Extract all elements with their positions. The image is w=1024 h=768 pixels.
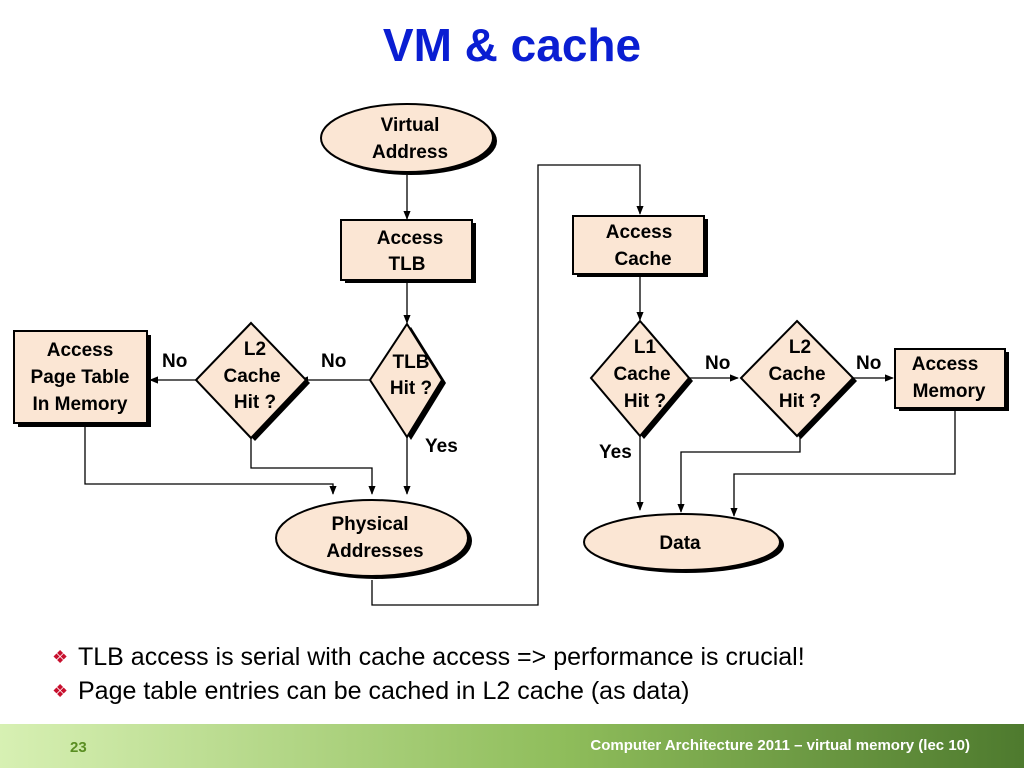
label-no-l1-miss: No <box>705 353 730 374</box>
label-no-l2-right-miss: No <box>856 353 881 374</box>
physical-addresses-line-1: Physical <box>331 514 408 535</box>
data-label: Data <box>659 533 701 554</box>
label-yes-l1-hit: Yes <box>599 442 632 463</box>
access-cache-line-2: Cache <box>614 249 671 270</box>
connectors <box>84 164 956 606</box>
l2-cache-hit-right-decision: L2 Cache Hit ? <box>739 319 857 439</box>
bullet-text: Page table entries can be cached in L2 c… <box>78 677 690 705</box>
l2-left-line-2: Cache <box>223 366 280 387</box>
access-tlb-node: Access TLB <box>340 219 476 283</box>
access-memory-node: Access Memory <box>894 348 1009 411</box>
l1-line-1: L1 <box>634 337 657 358</box>
tlb-hit-line-2: Hit ? <box>390 378 432 399</box>
diamond-bullet-icon: ❖ <box>52 647 69 667</box>
virtual-address-line-1: Virtual <box>381 115 440 136</box>
virtual-address-line-2: Address <box>372 142 448 163</box>
label-no-l2-left-miss: No <box>162 351 187 372</box>
flowchart-diagram: Virtual Address Access TLB TLB Hit ? L2 … <box>13 103 1009 606</box>
physical-addresses-line-2: Addresses <box>326 541 423 562</box>
slide-title: VM & cache <box>382 19 642 71</box>
l1-line-2: Cache <box>613 364 670 385</box>
page-table-line-1: Access <box>47 340 114 361</box>
page-table-line-3: In Memory <box>32 394 127 415</box>
access-cache-node: Access Cache <box>572 215 708 277</box>
access-page-table-node: Access Page Table In Memory <box>13 330 151 427</box>
footer-bar: 23 Computer Architecture 2011 – virtual … <box>0 724 1024 768</box>
l2-left-line-1: L2 <box>244 339 266 360</box>
physical-addresses-node: Physical Addresses <box>275 499 472 579</box>
l2-right-line-2: Cache <box>768 364 825 385</box>
data-node: Data <box>583 513 784 573</box>
bullet-item: ❖ TLB access is serial with cache access … <box>52 640 805 674</box>
virtual-address-node: Virtual Address <box>320 103 497 175</box>
footer-course-text: Computer Architecture 2011 – virtual mem… <box>590 737 970 754</box>
page-number: 23 <box>70 739 87 756</box>
label-yes-tlb-hit: Yes <box>425 436 458 457</box>
access-tlb-line-1: Access <box>377 228 444 249</box>
l1-cache-hit-decision: L1 Cache Hit ? <box>589 319 693 439</box>
access-cache-line-1: Access <box>606 222 673 243</box>
bullet-list: ❖ TLB access is serial with cache access … <box>52 640 805 708</box>
tlb-hit-line-1: TLB <box>393 352 430 373</box>
bullet-item: ❖ Page table entries can be cached in L2 … <box>52 674 805 708</box>
l2-left-line-3: Hit ? <box>234 392 276 413</box>
bullet-text: TLB access is serial with cache access =… <box>78 643 805 671</box>
access-memory-line-1: Access <box>912 354 979 375</box>
l2-cache-hit-left-decision: L2 Cache Hit ? <box>194 321 310 441</box>
diamond-bullet-icon: ❖ <box>52 681 69 701</box>
l2-right-line-1: L2 <box>789 337 811 358</box>
l2-right-line-3: Hit ? <box>779 391 821 412</box>
l1-line-3: Hit ? <box>624 391 666 412</box>
label-no-tlb-miss: No <box>321 351 346 372</box>
access-tlb-line-2: TLB <box>389 254 426 275</box>
tlb-hit-decision: TLB Hit ? <box>368 322 446 440</box>
access-memory-line-2: Memory <box>913 381 986 402</box>
page-table-line-2: Page Table <box>31 367 130 388</box>
